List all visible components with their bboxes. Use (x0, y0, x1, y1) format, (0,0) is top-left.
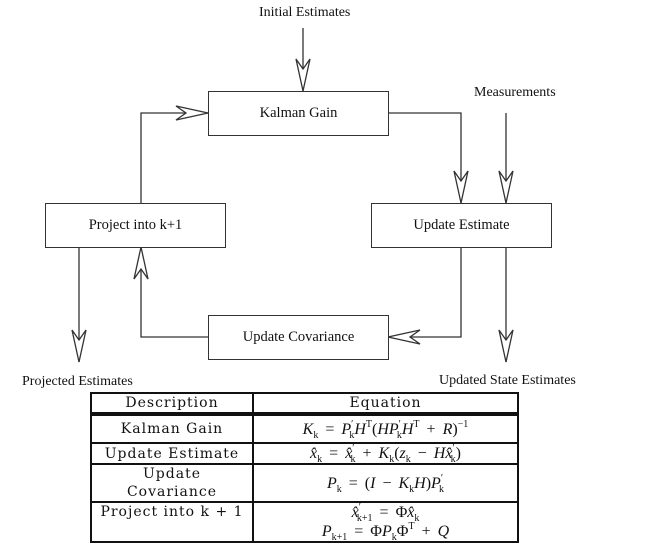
row-description: Kalman Gain (90, 414, 254, 444)
equation-term: ( (372, 420, 378, 438)
equation-term: ΦT (396, 521, 415, 541)
equation-term: ) (425, 474, 432, 492)
equation-term: zk (399, 445, 411, 465)
equation-line: Pk = (I−KkH)P′k (260, 472, 511, 495)
equation-line: Pk+1 = ΦPkΦT + Q (260, 521, 511, 543)
equation-term: Kk (302, 420, 319, 441)
equation-term: − (382, 474, 392, 492)
equation-term: + (426, 420, 436, 438)
measurements-label: Measurements (474, 85, 556, 100)
equation-term: H (414, 474, 426, 492)
header-description: Description (90, 392, 254, 414)
table-row: Update Estimate x̂k = x̂′k + Kk(zk−Hx̂′k) (90, 442, 519, 465)
equation-term: Pk (381, 523, 397, 543)
header-equation: Equation (252, 392, 519, 414)
equation-term: )−1 (452, 418, 469, 438)
arrowhead-icon (71, 329, 87, 363)
equation-term: HT (401, 418, 420, 438)
arrowhead-icon (133, 246, 149, 280)
equation-term: x̂′k (345, 443, 356, 465)
update-covariance-box: Update Covariance (208, 315, 389, 360)
equation-term: Φ (370, 523, 382, 540)
arrowhead-icon (453, 170, 469, 204)
project-to-gain-line (140, 112, 208, 203)
updated-state-estimates-label: Updated State Estimates (439, 373, 576, 388)
arrowhead-icon (498, 170, 514, 204)
equation-line: Kk=P′kHT(HP′kHT+R)−1 (260, 418, 511, 441)
equation-term: = (354, 523, 364, 540)
equation-term: P′k (431, 472, 445, 495)
arrowhead-icon (387, 329, 421, 345)
projected-estimates-label: Projected Estimates (22, 374, 133, 389)
equation-term: Kk (378, 445, 395, 465)
equation-term: R (442, 420, 453, 438)
row-description: Project into k + 1 (90, 501, 254, 543)
row-equation: Kk=P′kHT(HP′kHT+R)−1 (252, 414, 519, 444)
covariance-to-project-line (140, 247, 208, 338)
row-description: Update Estimate (90, 442, 254, 465)
equation-term: I (370, 474, 376, 492)
equation-term: ) (455, 445, 461, 462)
double-rule (91, 412, 518, 416)
equation-term: = (325, 420, 335, 438)
equation-line: x̂′k+1 = Φx̂k (260, 502, 511, 524)
equation-term: = (379, 504, 389, 521)
equation-term: Pk+1 (321, 523, 348, 543)
kalman-gain-box: Kalman Gain (208, 91, 389, 136)
row-equation: Pk = (I−KkH)P′k (252, 463, 519, 503)
table-header: Description Equation (90, 392, 519, 414)
estimate-to-covariance-line (388, 247, 462, 338)
equation-term: + (421, 523, 431, 540)
project-box: Project into k+1 (45, 203, 226, 248)
equation-term: ( (394, 445, 400, 462)
equation-term: ( (364, 474, 371, 492)
table-row: Update Covariance Pk = (I−KkH)P′k (90, 463, 519, 503)
equation-line: x̂k = x̂′k + Kk(zk−Hx̂′k) (260, 443, 511, 465)
equation-term: Hx̂′k (433, 443, 456, 465)
row-description: Update Covariance (90, 463, 254, 503)
equation-term: = (329, 445, 339, 462)
equation-term: x̂k (310, 445, 323, 465)
equation-term: x̂k (407, 504, 420, 524)
equation-term: HT (354, 418, 373, 438)
arrowhead-icon (175, 105, 209, 121)
gain-to-estimate-line (388, 112, 462, 203)
equation-term: Q (437, 523, 450, 540)
equation-term: + (362, 445, 372, 462)
equation-term: − (417, 445, 427, 462)
arrowhead-icon (295, 58, 311, 92)
equation-term: x̂′k+1 (351, 502, 373, 524)
equation-term: HP′k (377, 418, 402, 441)
row-equation: x̂k = x̂′k + Kk(zk−Hx̂′k) (252, 442, 519, 465)
initial-estimates-label: Initial Estimates (259, 5, 351, 20)
equation-term: = (348, 474, 358, 492)
equation-term: Φ (395, 504, 408, 521)
equation-term: Pk (326, 474, 342, 495)
equation-term: Kk (398, 474, 415, 495)
equation-term: P′k (341, 418, 355, 441)
update-estimate-box: Update Estimate (371, 203, 552, 248)
arrowhead-icon (498, 329, 514, 363)
